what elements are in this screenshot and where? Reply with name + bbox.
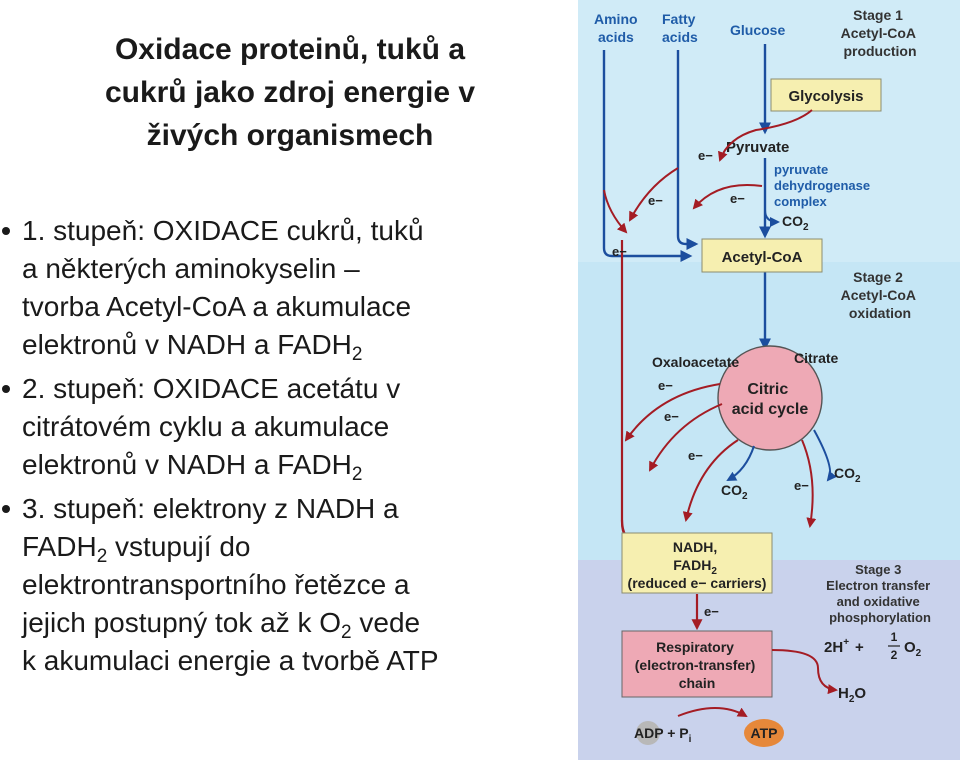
bullet-stage-2: 2. stupeň: OXIDACE acetátu v citrátovém …	[0, 370, 575, 484]
glucose-label: Glucose	[730, 22, 785, 38]
co2-release-arrow	[764, 209, 780, 227]
bullet-text: 2. stupeň: OXIDACE acetátu v	[22, 373, 401, 404]
water-label: H2O	[838, 685, 866, 705]
bullet-stage-3: 3. stupeň: elektrony z NADH a FADH2 vstu…	[0, 490, 575, 680]
electron-label: e−	[688, 448, 703, 463]
electron-label: e−	[612, 244, 627, 259]
title-line: Oxidace proteinů, tuků a	[114, 33, 466, 66]
title-line: cukrů jako zdroj energie v	[104, 76, 476, 109]
pyruvate-electron-arrow	[692, 184, 763, 210]
bullet-text: tvorba Acetyl-CoA a akumulace	[22, 291, 412, 322]
glycolysis-label: Glycolysis	[788, 88, 863, 105]
respiratory-chain-label: Respiratory (electron-transfer) chain	[635, 639, 759, 691]
metabolism-diagram: Amino acids Fatty acids Glucose Stage 1 …	[578, 0, 960, 760]
amino-acids-to-acetyl-arrow	[602, 247, 693, 262]
amino-acids-label: Amino acids	[594, 11, 641, 45]
fatty-acids-label: Fatty acids	[662, 11, 699, 45]
bullet-dot-icon	[2, 385, 10, 393]
bullet-text: elektronů v NADH a FADH2	[22, 449, 363, 485]
co2-mid-label: CO2	[721, 482, 748, 502]
citric-acid-cycle	[717, 345, 823, 451]
atp-circle	[744, 719, 784, 747]
oxygen-label: O2	[904, 639, 922, 659]
cycle-electron-arrow	[682, 439, 739, 522]
electron-label: e−	[704, 604, 719, 619]
bullet-text: FADH2 vstupují do	[22, 531, 251, 567]
bullet-text: k akumulaci energie a tvorbě ATP	[22, 645, 439, 676]
adp-label: ADP + Pi	[634, 725, 692, 745]
bullet-list: 1. stupeň: OXIDACE cukrů, tuků a některý…	[0, 212, 575, 686]
acetyl-coa-box	[701, 238, 823, 273]
cycle-electron-arrow	[649, 403, 723, 472]
slide-text-panel: Oxidace proteinů, tuků a cukrů jako zdro…	[0, 28, 575, 686]
bullet-stage-1: 1. stupeň: OXIDACE cukrů, tuků a některý…	[0, 212, 575, 364]
bullet-text: citrátovém cyklu a akumulace	[22, 411, 390, 442]
acetyl-coa-label: Acetyl-CoA	[722, 249, 803, 266]
fraction-denominator: 2	[891, 648, 898, 662]
fatty-acid-electron-arrow	[629, 167, 679, 222]
atp-label: ATP	[751, 725, 778, 741]
cycle-electron-arrow	[801, 439, 817, 528]
respiratory-chain-box	[621, 630, 773, 698]
atp-synthesis-arrow	[677, 707, 748, 717]
pdh-complex-label: pyruvate dehydrogenase complex	[774, 162, 874, 209]
glycolysis-electron-arrow	[718, 109, 813, 162]
electron-label: e−	[794, 478, 809, 493]
bullet-text: elektrontransportního řetězce a	[22, 569, 410, 600]
bullet-text: elektronů v NADH a FADH2	[22, 329, 363, 365]
bullet-text: a některých aminokyselin –	[22, 253, 360, 284]
pyruvate-label: Pyruvate	[726, 139, 789, 156]
electron-label: e−	[730, 191, 745, 206]
glycolysis-box	[770, 78, 882, 112]
bullet-text: jejich postupný tok až k O2 vede	[22, 607, 421, 643]
citrate-label: Citrate	[794, 350, 839, 366]
reduced-carriers-label: NADH, FADH2 (reduced e− carriers)	[628, 539, 767, 591]
adp-circle	[636, 721, 660, 745]
amino-acid-electron-arrow	[603, 189, 628, 234]
title-line: živých organismech	[146, 119, 434, 152]
oxygen-reaction: 2H++	[824, 637, 864, 656]
bullet-text: 3. stupeň: elektrony z NADH a	[22, 493, 399, 524]
stage-3-label: Stage 3 Electron transfer and oxidative …	[826, 562, 934, 625]
slide-title: Oxidace proteinů, tuků a cukrů jako zdro…	[40, 28, 540, 157]
stage-2-label: Stage 2 Acetyl-CoA oxidation	[841, 269, 920, 321]
bullet-text: 1. stupeň: OXIDACE cukrů, tuků	[22, 215, 424, 246]
reduced-carriers-box	[621, 532, 773, 594]
fatty-acids-arrow	[676, 50, 699, 250]
co2-release-arrow	[726, 445, 755, 481]
citric-acid-cycle-label: Citric acid cycle	[732, 381, 809, 418]
electron-label: e−	[664, 409, 679, 424]
bullet-dot-icon	[2, 227, 10, 235]
electron-label: e−	[648, 193, 663, 208]
co2-right-label: CO2	[834, 465, 861, 485]
fraction-numerator: 1	[891, 630, 898, 644]
co2-top-label: CO2	[782, 213, 809, 233]
electron-label: e−	[698, 148, 713, 163]
chain-to-water-arrow	[771, 649, 838, 695]
co2-release-arrow	[813, 429, 837, 482]
electron-label: e−	[658, 378, 673, 393]
stage-1-label: Stage 1 Acetyl-CoA production	[841, 7, 920, 59]
cycle-electron-arrow	[624, 383, 721, 442]
oxaloacetate-label: Oxaloacetate	[652, 354, 739, 370]
bullet-dot-icon	[2, 505, 10, 513]
